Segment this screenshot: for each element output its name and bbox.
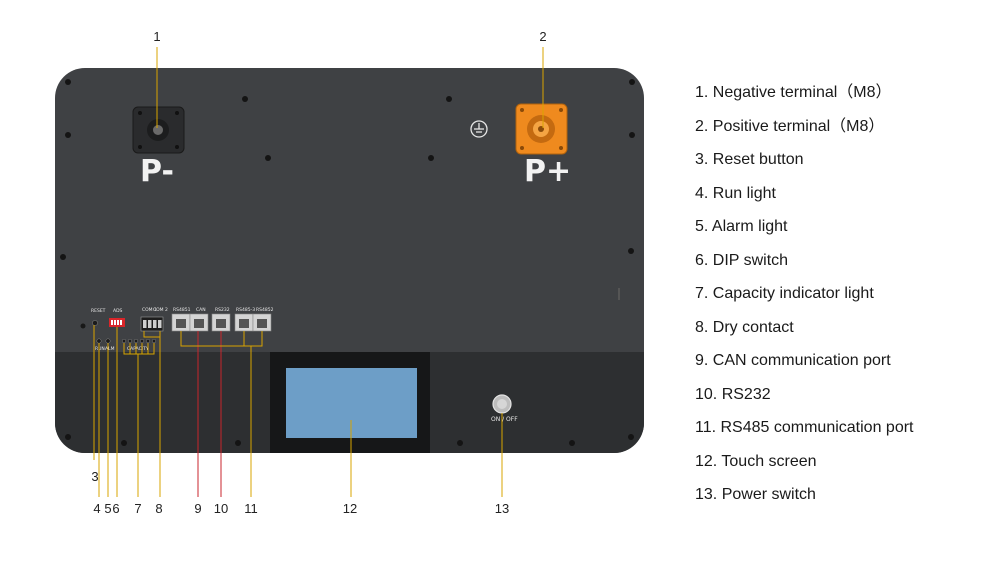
legend-item-dip-switch: 6. DIP switch [695, 251, 789, 269]
power-switch[interactable] [492, 394, 512, 414]
legend-item-rs232: 10. RS232 [695, 385, 771, 403]
capacity-label: CAPACITY [127, 346, 149, 352]
can-port[interactable] [189, 313, 209, 332]
rs4851-port[interactable] [171, 313, 191, 332]
run-light [96, 338, 102, 344]
onoff-label: ON / OFF [491, 416, 518, 423]
leader-7 [123, 343, 155, 497]
com2-label: COM 2 [153, 307, 168, 313]
can-label: CAN [196, 307, 206, 313]
callout-2: 2 [539, 29, 546, 44]
alarm-light [105, 338, 111, 344]
ground-icon [470, 120, 488, 138]
rs4853-port[interactable] [234, 313, 254, 332]
dry-contact[interactable] [140, 316, 164, 332]
rs4853-label: RS485-3 [236, 307, 255, 313]
rs232-label: RS232 [215, 307, 230, 313]
legend-item-capacity-light: 7. Capacity indicator light [695, 285, 874, 302]
mounting-screws [60, 79, 635, 446]
reset-button[interactable] [92, 320, 98, 326]
legend-item-alarm-light: 5. Alarm light [695, 218, 788, 235]
callout-9: 9 [194, 501, 201, 516]
negative-terminal [132, 106, 185, 154]
panel-detail [618, 288, 620, 300]
alm-label: ALM [105, 346, 115, 352]
leader-11 [180, 331, 263, 497]
rs232-port[interactable] [211, 313, 231, 332]
run-label: RUN [95, 346, 105, 352]
legend-item-positive-terminal: 2. Positive terminal（M8） [695, 117, 885, 135]
callout-3: 3 [91, 469, 98, 484]
panel-hole [80, 323, 86, 329]
legend-item-run-light: 4. Run light [695, 184, 776, 202]
positive-terminal [515, 103, 568, 155]
callout-7: 7 [134, 501, 141, 516]
legend-item-dry-contact: 8. Dry contact [695, 318, 794, 336]
legend-item-reset-button: 3. Reset button [695, 151, 804, 168]
rs4852-label: RS4852 [256, 307, 274, 313]
callout-13: 13 [495, 501, 509, 516]
legend-item-touch-screen: 12. Touch screen [695, 452, 817, 470]
callout-4: 4 [93, 501, 100, 516]
legend-item-can-port: 9. CAN communication port [695, 352, 891, 369]
capacity-indicator-lights [121, 339, 156, 344]
callout-11: 11 [244, 501, 258, 516]
legend-item-rs485-port: 11. RS485 communication port [695, 419, 914, 436]
leader-8 [143, 331, 161, 497]
callout-numbers: 1 2 3 4 5 6 7 8 9 10 11 12 13 [91, 29, 546, 516]
ads-label: ADS [113, 308, 123, 314]
rs4852-port[interactable] [252, 313, 272, 332]
callout-6: 6 [112, 501, 119, 516]
com1-label: COM 1 [142, 307, 157, 313]
positive-mark: P+ [524, 154, 571, 189]
rs4851-label: RS4851 [173, 307, 191, 313]
negative-mark: P- [140, 154, 174, 189]
reset-label: RESET [91, 308, 106, 314]
leader-lines [93, 47, 544, 497]
callout-5: 5 [104, 501, 111, 516]
legend-item-power-switch: 13. Power switch [695, 486, 816, 503]
dip-switch[interactable] [109, 318, 125, 327]
callout-1: 1 [153, 29, 160, 44]
callout-10: 10 [214, 501, 228, 516]
legend-list: 1. Negative terminal（M8） 2. Positive ter… [695, 80, 913, 516]
callout-12: 12 [343, 501, 357, 516]
callout-8: 8 [155, 501, 162, 516]
legend-item-negative-terminal: 1. Negative terminal（M8） [695, 84, 892, 101]
